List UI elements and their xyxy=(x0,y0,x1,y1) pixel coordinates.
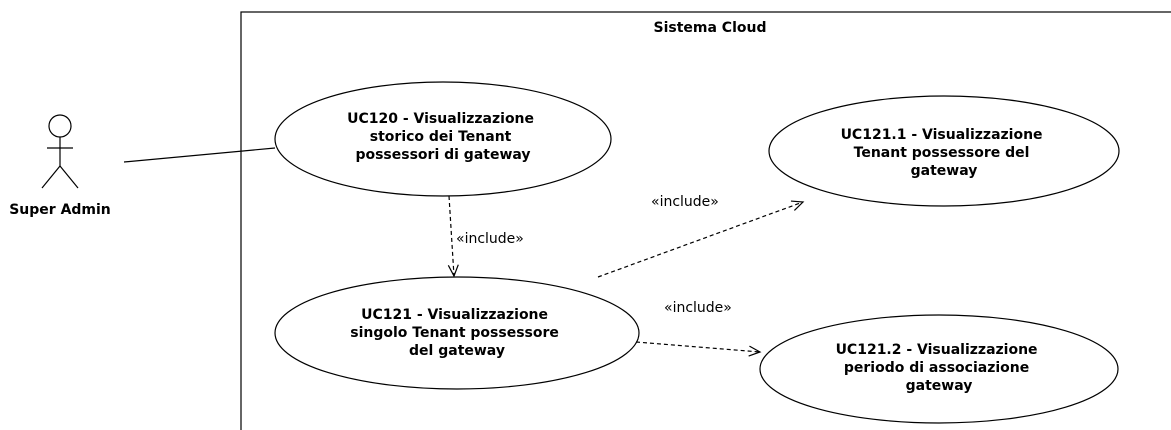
uc121-2-label: UC121.2 - Visualizzazione periodo di ass… xyxy=(836,342,1043,394)
include-arrow-uc121-uc121-2 xyxy=(635,341,762,357)
use-case-uc121-1[interactable] xyxy=(768,95,1120,207)
include-label-2: «include» xyxy=(651,194,719,210)
use-case-uc120[interactable] xyxy=(274,81,612,197)
use-case-uc121-2[interactable] xyxy=(759,314,1119,424)
association-line xyxy=(123,147,276,163)
uc120-label: UC120 - Visualizzazione storico dei Tena… xyxy=(347,111,539,163)
actor-label: Super Admin xyxy=(9,202,111,218)
include-label-1: «include» xyxy=(456,231,524,247)
include-arrow-uc121-uc121-1 xyxy=(597,200,805,278)
system-boundary xyxy=(240,11,1171,430)
system-title: Sistema Cloud xyxy=(654,20,767,36)
include-arrow-uc120-uc121 xyxy=(447,195,459,278)
include-label-3: «include» xyxy=(664,300,732,316)
uc121-1-label: UC121.1 - Visualizzazione Tenant possess… xyxy=(841,127,1048,179)
uc121-label: UC121 - Visualizzazione singolo Tenant p… xyxy=(350,307,564,359)
actor-super-admin xyxy=(41,114,79,189)
